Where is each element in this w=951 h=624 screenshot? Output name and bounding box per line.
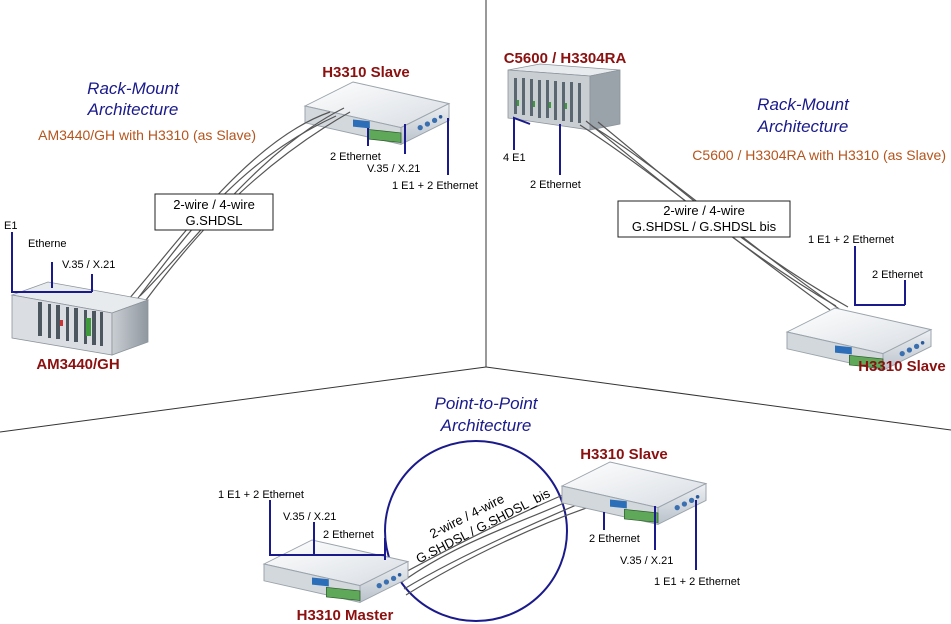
top-left-section: Rack-Mount Architecture AM3440/GH with H…: [4, 64, 478, 373]
slave-port-connector-1: [854, 246, 905, 306]
left-diagonal-divider: [0, 366, 487, 433]
arch-subtitle: C5600 / H3304RA with H3310 (as Slave): [692, 147, 946, 163]
slave-port-label-1: 2 Ethernet: [589, 533, 640, 545]
rack-port-connector-e1: [11, 232, 92, 293]
slave-port-label-2: V.35 / X.21: [367, 163, 420, 175]
arch-title-line2: Architecture: [87, 100, 179, 119]
arch-title-line1: Rack-Mount: [757, 95, 850, 114]
rack-port-label-e1: E1: [4, 220, 17, 232]
slave-port-label-1: 2 Ethernet: [330, 151, 381, 163]
arch-subtitle: AM3440/GH with H3310 (as Slave): [38, 127, 256, 143]
wire-type-line2: G.SHDSL / G.SHDSL bis: [632, 219, 777, 234]
c5600-rack-device: [507, 63, 621, 131]
rack-port-label-ethernet: Etherne: [28, 238, 67, 250]
link-ellipse: [384, 440, 568, 622]
slave-port-label-1: 1 E1 + 2 Ethernet: [808, 234, 894, 246]
wire-type-box: 2-wire / 4-wire G.SHDSL: [154, 193, 274, 231]
wire-type-line1: 2-wire / 4-wire: [173, 197, 255, 212]
master-port-connector-1: [269, 500, 385, 556]
master-port-label-1: 1 E1 + 2 Ethernet: [218, 489, 304, 501]
right-diagonal-divider: [485, 366, 951, 431]
rack-port-label-v35: V.35 / X.21: [62, 259, 115, 271]
wire-type-line1: 2-wire / 4-wire: [663, 203, 745, 218]
rack-port-connector-4e1: [513, 116, 531, 150]
arch-title-line2: Architecture: [440, 416, 532, 435]
c5600-label: C5600 / H3304RA: [504, 50, 627, 67]
slave-port-label-2: V.35 / X.21: [620, 555, 673, 567]
wire-type-box: 2-wire / 4-wire G.SHDSL / G.SHDSL bis: [617, 200, 791, 238]
arch-title-line2: Architecture: [757, 117, 849, 136]
h3310-slave-label: H3310 Slave: [858, 358, 946, 375]
am3440-label: AM3440/GH: [36, 356, 119, 373]
slave-port-label-3: 1 E1 + 2 Ethernet: [654, 576, 740, 588]
h3310-slave-device: [561, 461, 707, 526]
master-port-label-2: V.35 / X.21: [283, 511, 336, 523]
master-port-label-3: 2 Ethernet: [323, 529, 374, 541]
h3310-slave-label: H3310 Slave: [580, 446, 668, 463]
slave-port-label-2: 2 Ethernet: [872, 269, 923, 281]
wire-type-line2: G.SHDSL: [185, 213, 242, 228]
arch-title-line1: Point-to-Point: [435, 394, 539, 413]
h3310-master-label: H3310 Master: [297, 607, 394, 624]
rack-port-label-2ethernet: 2 Ethernet: [530, 179, 581, 191]
wire-type-text: 2-wire / 4-wire G.SHDSL / G.SHDSL_bis: [413, 485, 552, 566]
h3310-slave-label: H3310 Slave: [322, 64, 410, 81]
am3440-rack-device: [10, 281, 150, 356]
arch-title-line1: Rack-Mount: [87, 79, 180, 98]
slave-port-label-3: 1 E1 + 2 Ethernet: [392, 180, 478, 192]
bottom-section: Point-to-Point Architecture 2-wire / 4-w…: [218, 394, 740, 624]
top-right-section: C5600 / H3304RA: [503, 50, 946, 375]
rack-port-label-4e1: 4 E1: [503, 152, 526, 164]
